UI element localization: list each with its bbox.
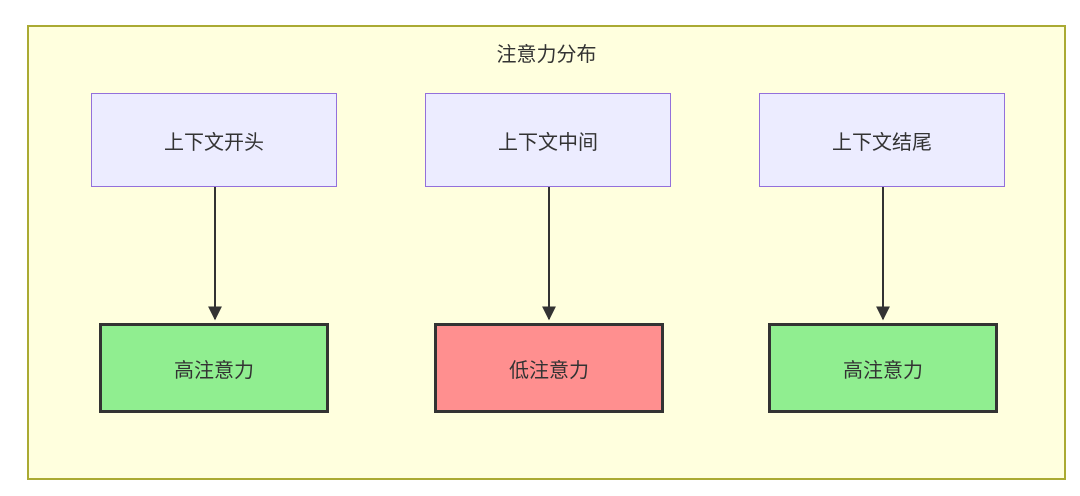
node-low-attention-middle: 低注意力 <box>434 323 664 413</box>
node-high-attention-left: 高注意力 <box>99 323 329 413</box>
subgraph-attention-distribution: 注意力分布 上下文开头 上下文中间 上下文结尾 高注意力 低注意力 <box>27 25 1066 480</box>
node-label: 上下文中间 <box>498 131 598 154</box>
node-context-end: 上下文结尾 <box>759 93 1005 187</box>
node-context-middle: 上下文中间 <box>425 93 671 187</box>
node-high-attention-right: 高注意力 <box>768 323 998 413</box>
node-context-start: 上下文开头 <box>91 93 337 187</box>
node-label: 高注意力 <box>843 359 923 382</box>
node-label: 上下文结尾 <box>832 131 932 154</box>
node-label: 低注意力 <box>509 359 589 382</box>
node-label: 高注意力 <box>174 359 254 382</box>
node-label: 上下文开头 <box>164 131 264 154</box>
subgraph-title: 注意力分布 <box>496 44 597 66</box>
